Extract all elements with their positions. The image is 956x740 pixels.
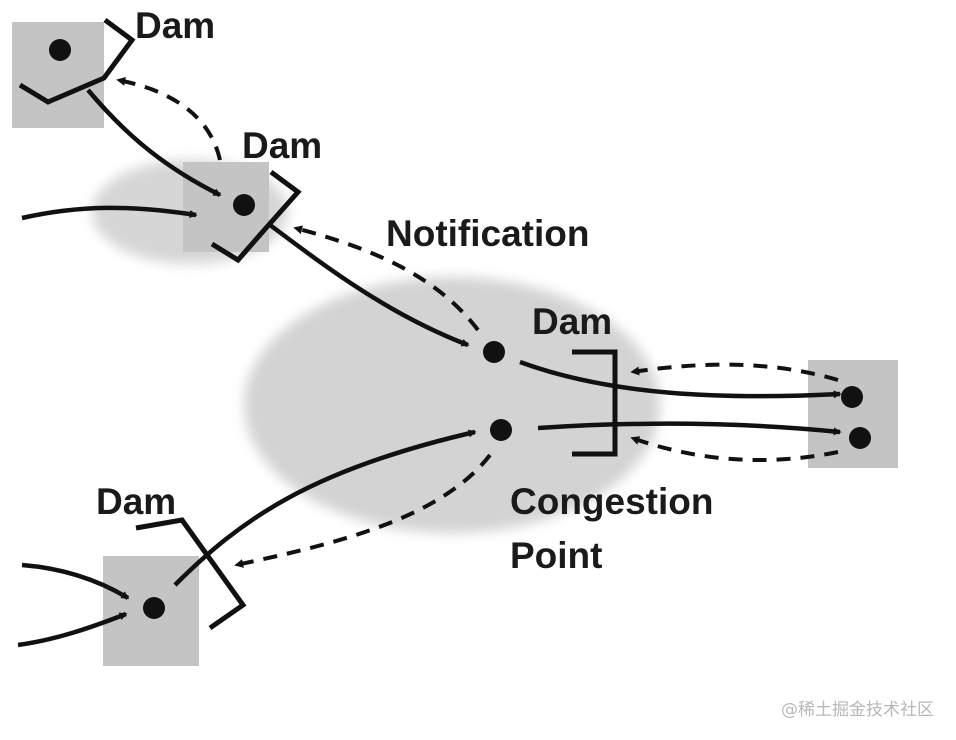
dam-bracket-center	[572, 349, 618, 457]
node-dot-bottom	[143, 597, 165, 619]
notify-arrow-congestion-to-bottom	[234, 453, 492, 568]
dam-bracket-second	[210, 169, 302, 264]
flow-arrow-congestion-to-dest-1	[519, 359, 842, 399]
notify-arrow-dest-to-congestion-2	[630, 436, 839, 463]
node-dot-destination-2	[849, 427, 871, 449]
notify-arrow-dest-to-congestion-1	[630, 362, 839, 382]
dam-label-bottom: Dam	[96, 481, 176, 522]
flow-arrow-source-bottom-1	[21, 562, 130, 600]
flow-arrow-top-to-upstream	[86, 88, 222, 198]
flow-arrow-source-bottom-2	[17, 611, 128, 648]
flow-arrow-upstream-to-congestion	[268, 223, 470, 348]
node-box-top	[12, 22, 104, 128]
dam-bracket-bottom	[135, 517, 247, 631]
watermark: @稀土掘金技术社区	[781, 700, 934, 720]
dam-label-top: Dam	[135, 5, 215, 46]
node-dot-destination-1	[841, 386, 863, 408]
flow-arrow-source-left	[21, 205, 198, 221]
notification-label: Notification	[386, 213, 589, 254]
node-box-destination	[808, 360, 898, 468]
notify-arrow-upstream-to-top	[116, 76, 222, 161]
dam-label-second: Dam	[242, 125, 322, 166]
flow-arrow-bottom-to-congestion	[173, 429, 477, 587]
congestion-point-label-line2: Point	[510, 535, 602, 576]
node-dot-congestion-1	[483, 341, 505, 363]
dam-bracket-top	[18, 17, 136, 105]
node-dot-congestion-2	[490, 419, 512, 441]
node-dot-top	[49, 39, 71, 61]
node-dot-upstream	[233, 194, 255, 216]
notify-arrow-congestion-to-upstream	[293, 225, 480, 332]
congestion-point-label-line1: Congestion	[510, 481, 713, 522]
flow-arrow-congestion-to-dest-2	[537, 421, 842, 436]
dam-label-center: Dam	[532, 301, 612, 342]
